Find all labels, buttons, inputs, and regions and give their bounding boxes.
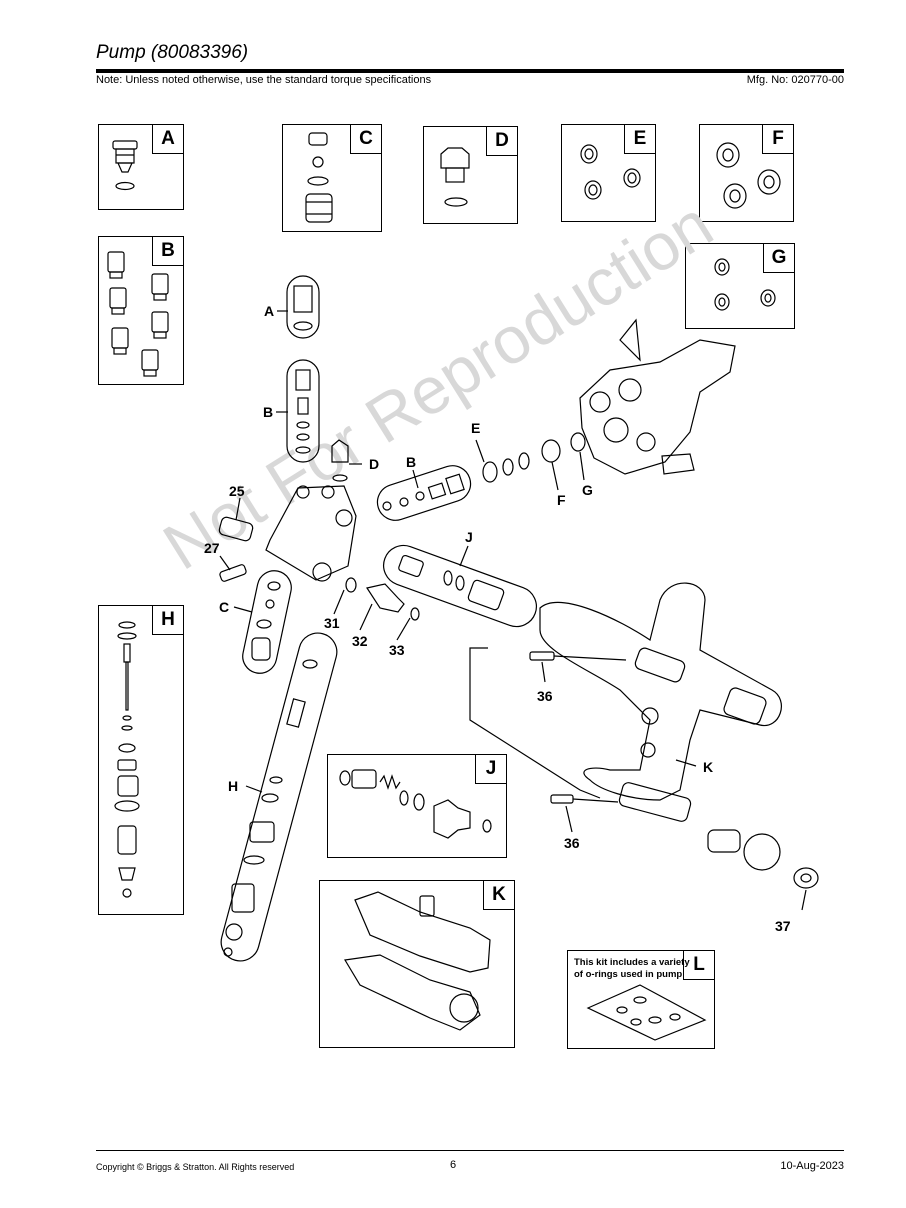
callout-h: H — [228, 778, 238, 794]
manifold-body — [265, 485, 357, 582]
callout-b: B — [263, 404, 273, 420]
kit-tag-k: K — [483, 880, 515, 910]
callout-36b: 36 — [564, 835, 580, 851]
kit-box-d: D — [423, 126, 518, 224]
callout-32: 32 — [352, 633, 368, 649]
kit-tag-e: E — [624, 124, 656, 154]
callout-e: E — [471, 420, 480, 436]
kit-box-f: F — [699, 124, 794, 222]
footer-rule — [96, 1150, 844, 1151]
kit-box-j: J — [327, 754, 507, 858]
kit-tag-c: C — [350, 124, 382, 154]
kit-tag-l: L — [683, 950, 715, 980]
kit-box-k: K — [319, 880, 515, 1048]
parts-31-33 — [345, 577, 420, 621]
group-d-part — [331, 439, 349, 482]
page-title: Pump (80083396) — [96, 42, 249, 63]
callout-g: G — [582, 482, 593, 498]
header-rule — [96, 69, 844, 73]
seal-row — [482, 432, 586, 483]
kit-h-parts — [114, 621, 140, 898]
kit-l-parts — [586, 984, 707, 1041]
group-b-outline — [286, 359, 320, 463]
callout-31: 31 — [324, 615, 340, 631]
kit-l-description: This kit includes a variety of o-rings u… — [574, 957, 690, 980]
callout-c: C — [219, 599, 229, 615]
kit-tag-h: H — [152, 605, 184, 635]
kit-j-parts — [339, 769, 492, 839]
group-k-outline — [539, 582, 782, 871]
kit-tag-f: F — [762, 124, 794, 154]
callout-25: 25 — [229, 483, 245, 499]
group-b2-outline — [376, 465, 472, 521]
group-j-outline — [383, 544, 537, 628]
kit-e-rings — [580, 144, 641, 200]
callout-33: 33 — [389, 642, 405, 658]
callout-k: K — [703, 759, 713, 775]
callout-36a: 36 — [537, 688, 553, 704]
kit-tag-b: B — [152, 236, 184, 266]
group-a-outline — [286, 275, 320, 339]
mfg-number: Mfg. No: 020770-00 — [746, 74, 844, 86]
kit-tag-g: G — [763, 243, 795, 273]
kit-tag-j: J — [475, 754, 507, 784]
cap-37 — [793, 867, 819, 889]
kit-b-parts — [107, 251, 169, 377]
kit-tag-d: D — [486, 126, 518, 156]
bolt-36a — [529, 651, 627, 661]
callout-j: J — [465, 529, 473, 545]
fitting-25 — [218, 516, 254, 542]
torque-note: Note: Unless noted otherwise, use the st… — [96, 74, 432, 86]
kit-box-a: A — [98, 124, 184, 210]
callout-b2: B — [406, 454, 416, 470]
callout-27: 27 — [204, 540, 220, 556]
callout-37: 37 — [775, 918, 791, 934]
kit-box-l: L This kit includes a variety of o-rings… — [567, 950, 715, 1049]
kit-box-e: E — [561, 124, 656, 222]
kit-g-rings — [714, 258, 776, 311]
kit-a-parts — [112, 140, 138, 191]
kit-box-g: G — [685, 243, 795, 329]
kit-c-parts — [305, 132, 333, 223]
kit-box-h: H — [98, 605, 184, 915]
group-h-outline — [220, 632, 338, 962]
kit-f-rings — [716, 142, 781, 209]
kit-box-c: C — [282, 124, 382, 232]
pump-housing — [579, 318, 736, 475]
kit-k-parts — [344, 891, 491, 1031]
bolt-36b — [550, 794, 619, 804]
kit-tag-a: A — [152, 124, 184, 154]
copyright: Copyright © Briggs & Stratton. All Right… — [96, 1162, 295, 1172]
callout-a: A — [264, 303, 274, 319]
callout-d: D — [369, 456, 379, 472]
callout-f: F — [557, 492, 566, 508]
group-c-outline — [242, 570, 292, 674]
page-number: 6 — [450, 1159, 457, 1171]
footer-date: 10-Aug-2023 — [780, 1160, 844, 1172]
kit-d-parts — [440, 147, 470, 207]
screw-27 — [219, 564, 247, 582]
